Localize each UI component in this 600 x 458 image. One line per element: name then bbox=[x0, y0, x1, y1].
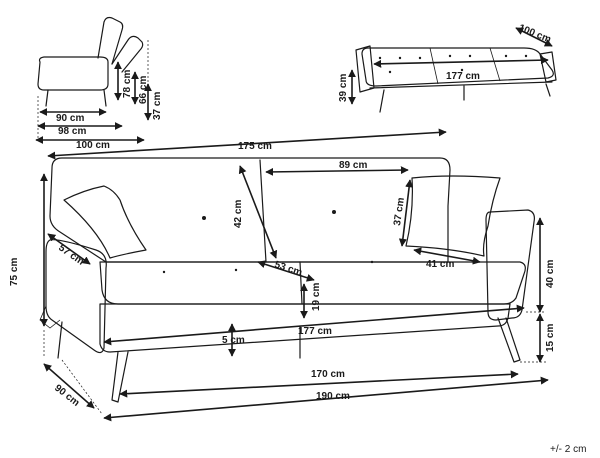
dim-label: 100 cm bbox=[517, 23, 553, 46]
main-sofa-drawing bbox=[39, 157, 546, 415]
dim-label: 39 cm bbox=[338, 74, 349, 102]
bed-leg bbox=[545, 83, 551, 97]
dim-label: 78 cm bbox=[122, 70, 133, 98]
dim-label: 190 cm bbox=[316, 391, 350, 402]
side-view-drawing bbox=[37, 16, 149, 140]
side-seat bbox=[37, 56, 109, 91]
front-leg-right bbox=[497, 317, 521, 363]
dim-label: 177 cm bbox=[446, 71, 480, 82]
dim-label: 90 cm bbox=[56, 113, 84, 124]
dim-label: 37 cm bbox=[152, 92, 163, 120]
dim-label: 175 cm bbox=[238, 141, 272, 152]
main-sofa-dimensions bbox=[40, 128, 549, 422]
dim-label: 19 cm bbox=[311, 283, 322, 311]
dim-label: 90 cm bbox=[52, 383, 81, 409]
seat-cushion bbox=[99, 261, 526, 305]
bed-view-dimensions bbox=[348, 27, 553, 105]
side-back-leg bbox=[103, 89, 107, 107]
side-back-upright bbox=[97, 16, 124, 65]
dim-label: 66 cm bbox=[138, 76, 149, 104]
dim-label: 98 cm bbox=[58, 126, 86, 137]
side-front-leg bbox=[45, 89, 49, 107]
left-pillow bbox=[63, 185, 147, 259]
tolerance-note: +/- 2 cm bbox=[550, 444, 586, 455]
bed-leg bbox=[379, 89, 385, 113]
dim-label: 75 cm bbox=[9, 258, 20, 286]
dim-label: 42 cm bbox=[233, 200, 244, 228]
backrest-split bbox=[259, 159, 267, 263]
dim-label: 100 cm bbox=[76, 140, 110, 151]
dim-label: 5 cm bbox=[222, 335, 245, 346]
dim-label: 15 cm bbox=[545, 324, 556, 352]
backrest bbox=[49, 157, 451, 263]
bed-right-arm bbox=[539, 51, 557, 83]
dim-label: 40 cm bbox=[545, 260, 556, 288]
bed-mattress bbox=[361, 47, 554, 87]
dim-label: 89 cm bbox=[339, 160, 367, 171]
side-back-reclined bbox=[111, 35, 144, 73]
dim-label: 37 cm bbox=[392, 197, 407, 227]
dim-label: 41 cm bbox=[426, 259, 454, 270]
dim-label: 170 cm bbox=[311, 369, 345, 380]
dim-label: 177 cm bbox=[298, 326, 332, 337]
